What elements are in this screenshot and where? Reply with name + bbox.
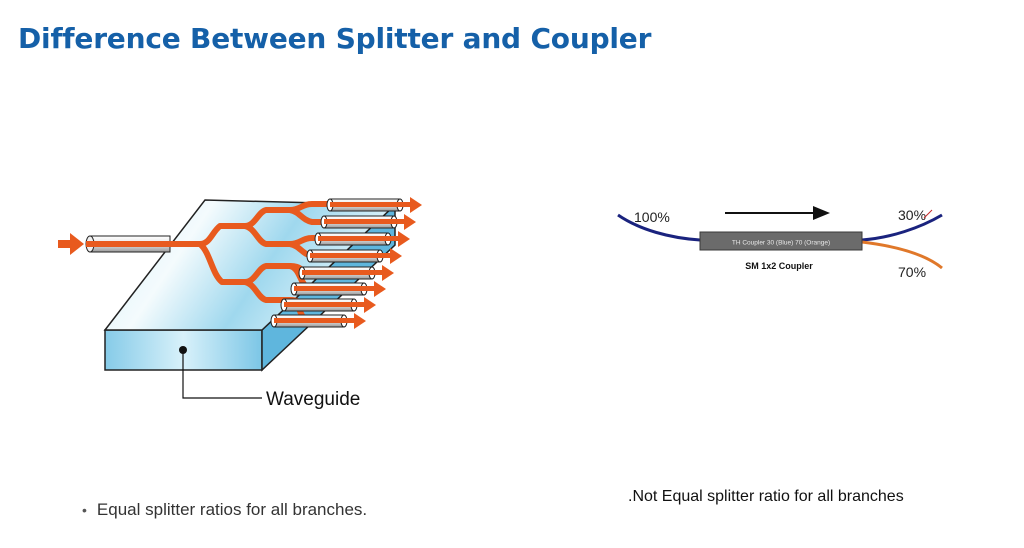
coupler-diagram: TH Coupler 30 (Blue) 70 (Orange) 100% 30… — [617, 206, 943, 280]
input-fiber — [85, 235, 171, 253]
input-percent-label: 100% — [634, 209, 670, 225]
output-fiber — [306, 248, 402, 264]
output-fiber-blue — [861, 213, 943, 242]
direction-arrow — [725, 206, 830, 220]
coupler-body-text: TH Coupler 30 (Blue) 70 (Orange) — [732, 240, 830, 247]
output-top-tick — [923, 209, 933, 219]
output-fiber — [320, 214, 416, 230]
splitter-diagram: Waveguide — [58, 197, 422, 410]
output-bottom-percent-label: 70% — [898, 264, 926, 280]
coupler-caption: .Not Equal splitter ratio for all branch… — [628, 488, 904, 505]
splitter-caption: • Equal splitter ratios for all branches… — [82, 500, 367, 520]
waveguide-callout — [179, 346, 262, 399]
output-fiber — [270, 313, 366, 329]
coupler-sub-label: SM 1x2 Coupler — [745, 261, 813, 271]
output-top-percent-label: 30% — [898, 207, 926, 223]
waveguide-label: Waveguide — [266, 389, 360, 410]
output-fibers — [270, 197, 422, 329]
output-fiber — [314, 231, 410, 247]
output-fiber — [326, 197, 422, 213]
output-fiber-orange — [861, 240, 943, 270]
input-arrow — [58, 233, 84, 255]
output-fiber — [280, 297, 376, 313]
slide-title: Difference Between Splitter and Coupler — [18, 22, 652, 55]
splitter-caption-text: Equal splitter ratios for all branches. — [96, 500, 368, 519]
input-fiber-blue — [617, 213, 701, 242]
bullet-dot: • — [82, 502, 87, 518]
output-fiber — [298, 265, 394, 281]
coupler-body — [699, 231, 863, 251]
output-fiber — [290, 281, 386, 297]
